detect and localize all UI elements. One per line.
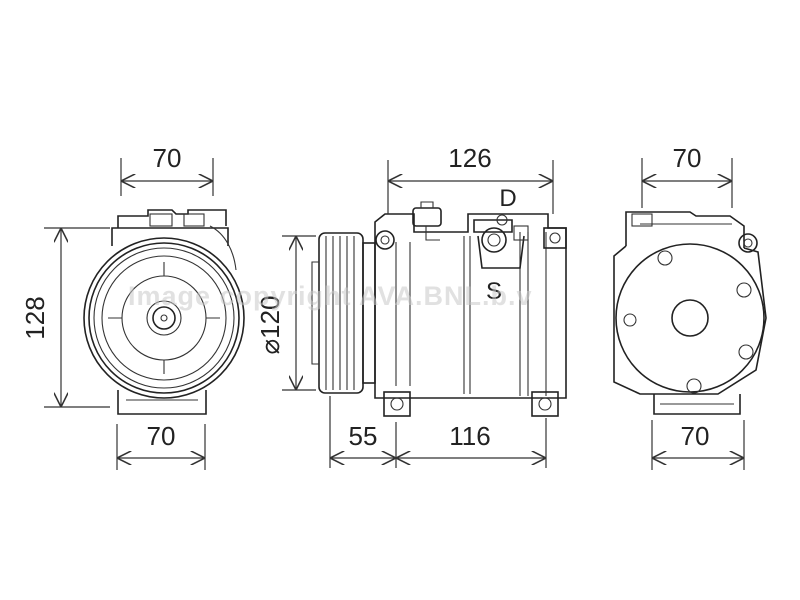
side-dimensions: 126 ⌀120 55 116 — [255, 143, 554, 468]
side-pulley-diameter-label: ⌀120 — [255, 295, 285, 354]
rear-view — [613, 211, 767, 415]
rear-dimensions: 70 70 — [641, 143, 745, 470]
front-view — [83, 209, 245, 415]
front-height-label: 128 — [20, 296, 50, 339]
front-width-bottom-label: 70 — [147, 421, 176, 451]
front-dimensions: 70 70 128 — [20, 143, 214, 470]
rear-width-bottom-label: 70 — [681, 421, 710, 451]
discharge-port-label: D — [499, 185, 516, 212]
side-body-length-label: 116 — [449, 421, 490, 451]
side-pulley-depth-label: 55 — [349, 421, 378, 451]
side-view: D S — [311, 185, 567, 417]
copyright-watermark: Image copyright AVA.BNL.b.v — [128, 281, 533, 311]
side-length-top-label: 126 — [448, 143, 491, 173]
suction-port-label: S — [486, 278, 502, 305]
rear-width-top-label: 70 — [673, 143, 702, 173]
front-width-top-label: 70 — [153, 143, 182, 173]
